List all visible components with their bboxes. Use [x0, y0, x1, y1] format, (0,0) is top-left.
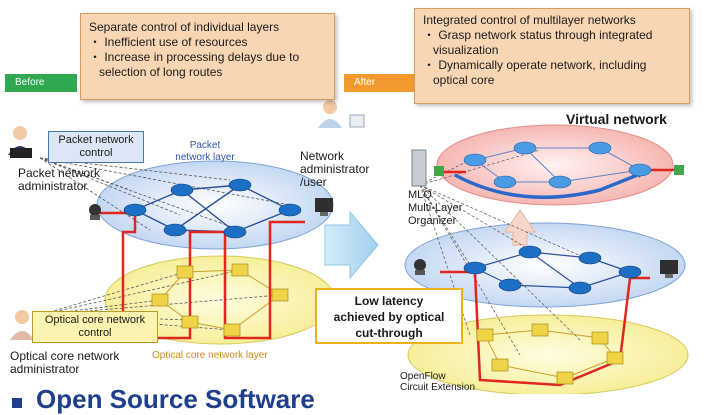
low-latency-line2: achieved by optical: [333, 310, 445, 324]
footer-bullet-icon: [12, 398, 22, 408]
openflow-line1: OpenFlow: [400, 371, 446, 382]
packet-layer-label: Packet network layer: [160, 140, 250, 164]
optical-control-label: Optical core network control: [32, 311, 158, 343]
camera-icon-after: [414, 259, 426, 275]
mlo-line2: Multi-Layer: [408, 202, 463, 214]
after-bullet-2: ・ Dynamically operate network, including: [423, 58, 647, 72]
transition-arrow: [324, 210, 379, 280]
endpoint-left: [434, 166, 444, 176]
optical-layer-label: Optical core network layer: [152, 350, 268, 361]
mlo-server-icon: [411, 149, 427, 187]
packet-admin-icon: [8, 126, 32, 158]
before-bullet-1: ・ Inefficient use of resources: [89, 35, 248, 49]
packet-admin-line2: administrator: [18, 179, 88, 193]
network-admin-user-label: Network administrator /user: [300, 150, 369, 189]
before-callout-title: Separate control of individual layers: [89, 20, 280, 34]
before-callout: Separate control of individual layers ・ …: [80, 13, 335, 100]
network-admin-line2: administrator: [300, 162, 370, 176]
optical-switches-after: [476, 323, 624, 385]
optical-admin-icon: [10, 310, 34, 340]
up-arrow: [504, 209, 536, 246]
optical-switches-before: [151, 263, 289, 337]
optical-admin-label: Optical core network administrator: [10, 350, 119, 376]
openflow-line2: Circuit Extension: [400, 382, 476, 393]
camera-icon-before: [89, 204, 101, 220]
after-bullet-1-cont: visualization: [433, 43, 499, 57]
monitor-icon-after: [660, 260, 678, 278]
after-callout-title: Integrated control of multilayer network…: [423, 13, 636, 27]
after-tag: After: [344, 74, 416, 92]
low-latency-box: Low latency achieved by optical cut-thro…: [315, 288, 463, 344]
before-bullet-2: ・ Increase in processing delays due to: [89, 50, 300, 64]
mlo-line1: MLO: [408, 189, 432, 201]
packet-admin-line1: Packet network: [18, 166, 101, 180]
monitor-icon-before: [315, 198, 333, 216]
network-diagram: [8, 100, 689, 394]
low-latency-line3: cut-through: [355, 326, 423, 340]
control-lines-before: [39, 157, 291, 331]
network-admin-line1: Network: [300, 149, 345, 163]
long-route-path: [100, 211, 305, 340]
mlo-label: MLO Multi-Layer Organizer: [408, 189, 462, 228]
virtual-nodes: [463, 141, 652, 189]
optical-admin-line2: administrator: [10, 362, 80, 376]
low-latency-line1: Low latency: [354, 294, 424, 308]
optical-control-line2: control: [78, 327, 112, 339]
after-callout: Integrated control of multilayer network…: [414, 8, 690, 104]
packet-control-line2: control: [79, 147, 113, 159]
packet-admin-label: Packet network administrator: [18, 167, 100, 193]
user-icon-center: [318, 100, 365, 128]
packet-layer-line2: network layer: [175, 152, 235, 163]
packet-control-label: Packet network control: [48, 131, 144, 163]
after-bullet-2-cont: optical core: [433, 73, 495, 87]
after-bullet-1: ・ Grasp network status through integrate…: [423, 28, 653, 42]
virtual-blue-route: [454, 170, 646, 199]
before-tag: Before: [5, 74, 77, 92]
packet-layer-line1: Packet: [189, 140, 221, 151]
footer-heading: Open Source Software: [12, 384, 315, 415]
endpoint-right: [674, 165, 684, 175]
optical-admin-line1: Optical core network: [10, 349, 120, 363]
before-bullet-2-cont: selection of long routes: [99, 65, 223, 79]
virtual-network-title: Virtual network: [566, 111, 667, 127]
routers-before: [123, 178, 302, 239]
packet-control-line1: Packet network: [58, 134, 134, 146]
optical-control-line1: Optical core network: [44, 314, 146, 326]
routers-after: [463, 245, 642, 295]
openflow-label: OpenFlow Circuit Extension: [400, 371, 475, 393]
network-admin-line3: /user: [300, 175, 327, 189]
footer-heading-text: Open Source Software: [36, 384, 315, 414]
mlo-line3: Organizer: [408, 215, 457, 227]
